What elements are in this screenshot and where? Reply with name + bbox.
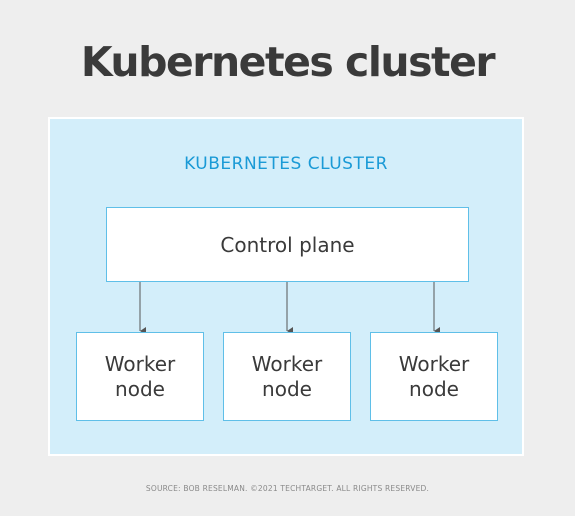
worker-node-label: Worker node bbox=[398, 351, 470, 401]
worker-node-label: Worker node bbox=[251, 351, 323, 401]
source-credit: SOURCE: BOB RESELMAN. ©2021 TECHTARGET. … bbox=[145, 484, 430, 493]
cluster-label: KUBERNETES CLUSTER bbox=[184, 154, 388, 174]
worker-node-label: Worker node bbox=[104, 351, 176, 401]
diagram-title: Kubernetes cluster bbox=[80, 38, 496, 86]
worker-node-1: Worker node bbox=[76, 332, 204, 421]
control-plane-label: Control plane bbox=[220, 232, 355, 257]
control-plane-box: Control plane bbox=[106, 207, 469, 282]
worker-node-3: Worker node bbox=[370, 332, 498, 421]
worker-node-2: Worker node bbox=[223, 332, 351, 421]
